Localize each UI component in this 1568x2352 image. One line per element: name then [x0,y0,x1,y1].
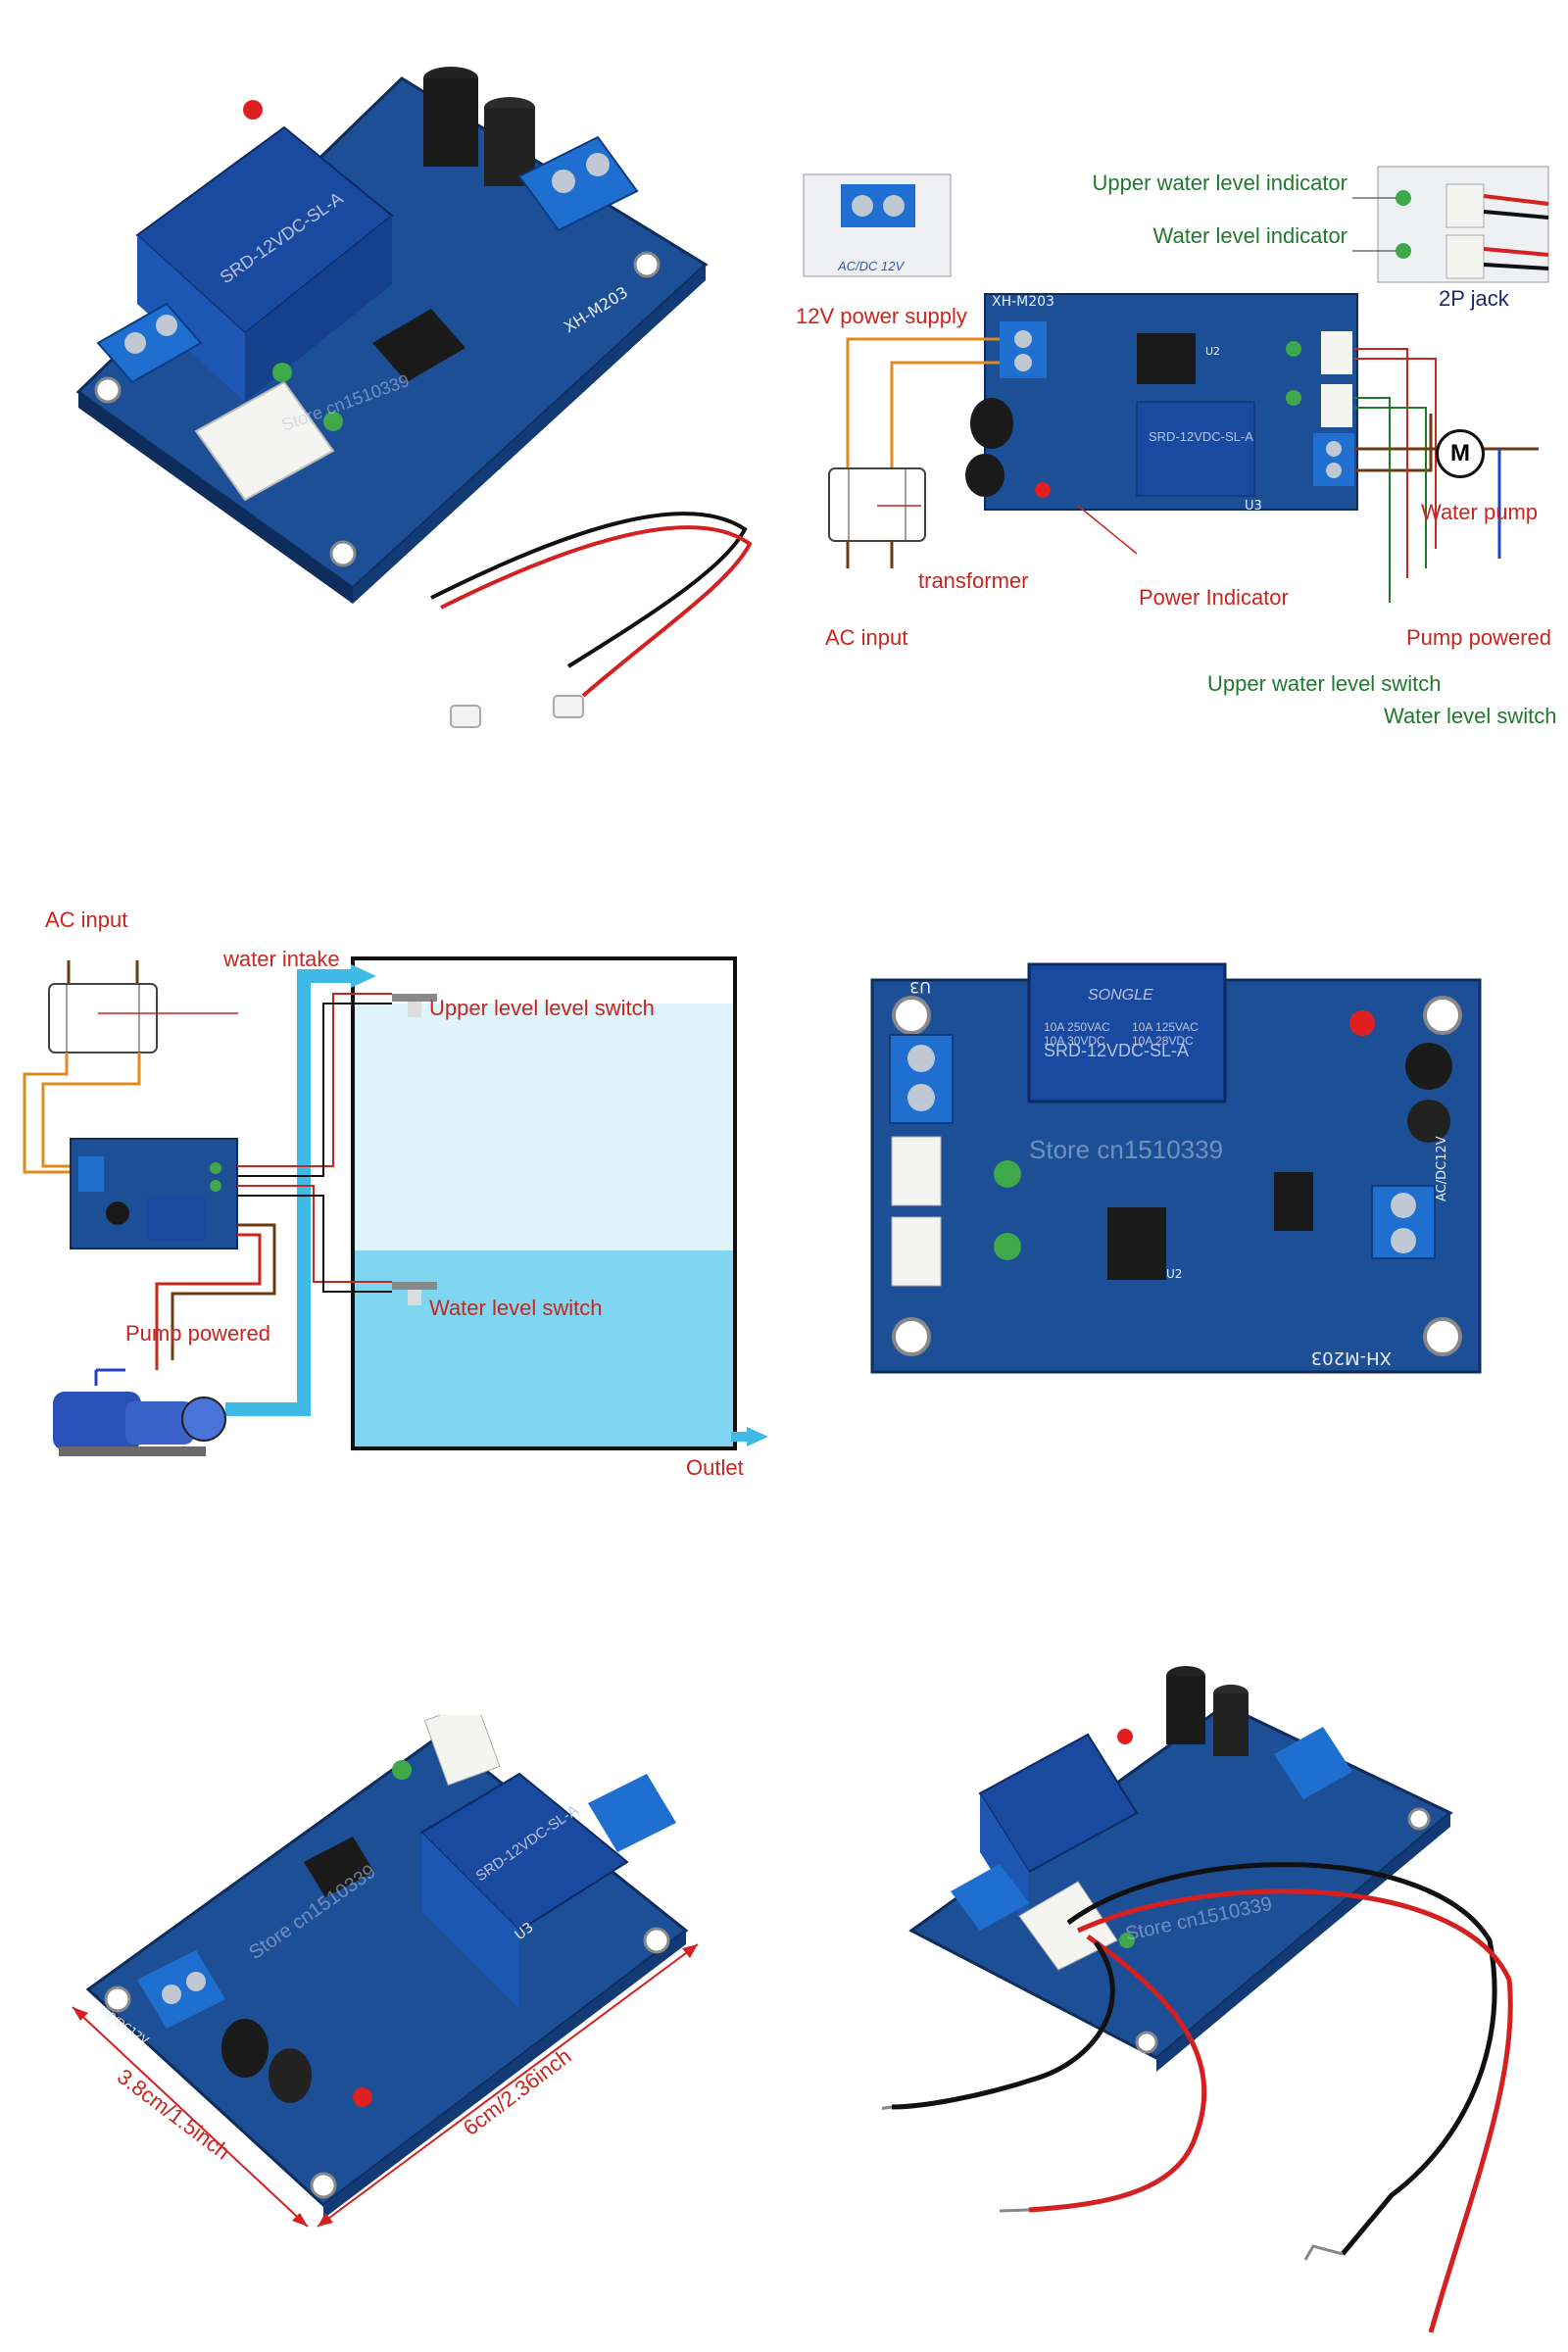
label-level-indicator: Water level indicator [1153,223,1348,248]
flat-relay-rating-2: 10A 125VAC [1132,1020,1199,1034]
board-photo-angled: SRD-12VDC-SL-A XH-M203 Store cn1510339 [20,20,764,764]
wiring-diagram: AC/DC 12V XH-M203 SRD-12VDC-SL-A U3 U2 [784,157,1558,745]
board-dimensions-photo: SRD-12VDC-SL-A U3 AC/DC12V Store cn15103… [59,1715,764,2303]
tank-label-water-intake: water intake [222,947,340,971]
flat-watermark: Store cn1510339 [1029,1135,1223,1164]
label-power-supply: 12V power supply [796,304,967,328]
label-pump-powered: Pump powered [1406,625,1551,650]
diagram-relay-model: SRD-12VDC-SL-A [1149,429,1253,444]
board-with-wires-photo: Store cn1510339 [882,1646,1558,2342]
tank-label-outlet: Outlet [686,1455,744,1480]
label-level-switch: Water level switch [1384,704,1556,728]
tank-label-pump-powered: Pump powered [125,1321,270,1346]
board-photo-flat: SRD-12VDC-SL-A SONGLE 10A 250VAC 10A 125… [843,941,1509,1401]
motor-symbol: M [1436,429,1485,478]
flat-ic-ref: U2 [1166,1267,1182,1281]
diagram-board-model: XH-M203 [992,294,1054,310]
label-2p-jack: 2P jack [1439,286,1510,311]
supply-inset-label: AC/DC 12V [837,259,906,273]
label-upper-indicator: Upper water level indicator [1093,171,1348,195]
label-ac-input: AC input [825,625,907,650]
tank-label-upper-switch: Upper level level switch [429,996,655,1020]
tank-label-ac-input: AC input [45,907,127,932]
tank-label-level-switch: Water level switch [429,1296,602,1320]
label-transformer: transformer [918,568,1028,593]
flat-relay-rating-1: 10A 250VAC [1044,1020,1110,1034]
flat-supply-marking: AC/DC12V [1435,1136,1449,1201]
label-upper-switch: Upper water level switch [1207,671,1441,696]
flat-board-model: XH-M203 [1311,1348,1392,1368]
flat-relay-rating-3: 10A 30VDC [1044,1034,1105,1048]
label-water-pump: Water pump [1421,500,1538,524]
label-power-indicator: Power Indicator [1139,585,1289,610]
flat-relay-brand: SONGLE [1088,987,1153,1004]
tank-diagram: AC input water intake Upper level level … [20,882,774,1490]
diagram-ic-ref: U2 [1205,345,1220,358]
flat-relay-rating-4: 10A 28VDC [1132,1034,1194,1048]
flat-relay-model: SRD-12VDC-SL-A [1044,1041,1189,1060]
diagram-relay-ref: U3 [1245,499,1262,514]
flat-relay-ref: U3 [909,978,931,997]
